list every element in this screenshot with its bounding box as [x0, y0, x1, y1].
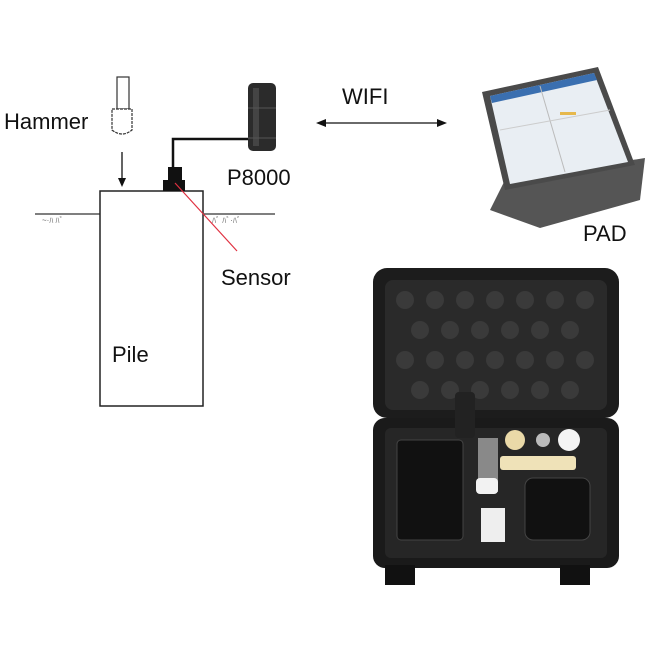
sensor-pointer-line — [174, 182, 238, 252]
wifi-label: WIFI — [342, 84, 388, 109]
pad-label: PAD — [583, 221, 627, 246]
sensor-label: Sensor — [221, 265, 291, 290]
svg-text:ﾊﾞ ﾊﾞ·ﾊﾞ: ﾊﾞ ﾊﾞ·ﾊﾞ — [212, 216, 241, 225]
device-label: P8000 — [227, 165, 291, 190]
svg-text:~·ﾊ ﾊﾞ: ~·ﾊ ﾊﾞ — [42, 216, 64, 225]
sensor-icon — [163, 167, 185, 191]
hammer-label: Hammer — [4, 109, 88, 134]
p8000-device-icon — [248, 83, 276, 151]
pile-label: Pile — [112, 342, 149, 367]
wifi-double-arrow — [316, 119, 447, 127]
impact-arrow — [118, 152, 126, 187]
hammer-icon — [111, 76, 133, 135]
sensor-cable — [171, 137, 250, 168]
ground-line: ~·ﾊ ﾊﾞ ﾊﾞ ﾊﾞ·ﾊﾞ — [35, 213, 275, 225]
pile — [99, 190, 204, 407]
equipment-case-icon — [373, 268, 619, 585]
tablet-pad-icon — [482, 67, 645, 228]
